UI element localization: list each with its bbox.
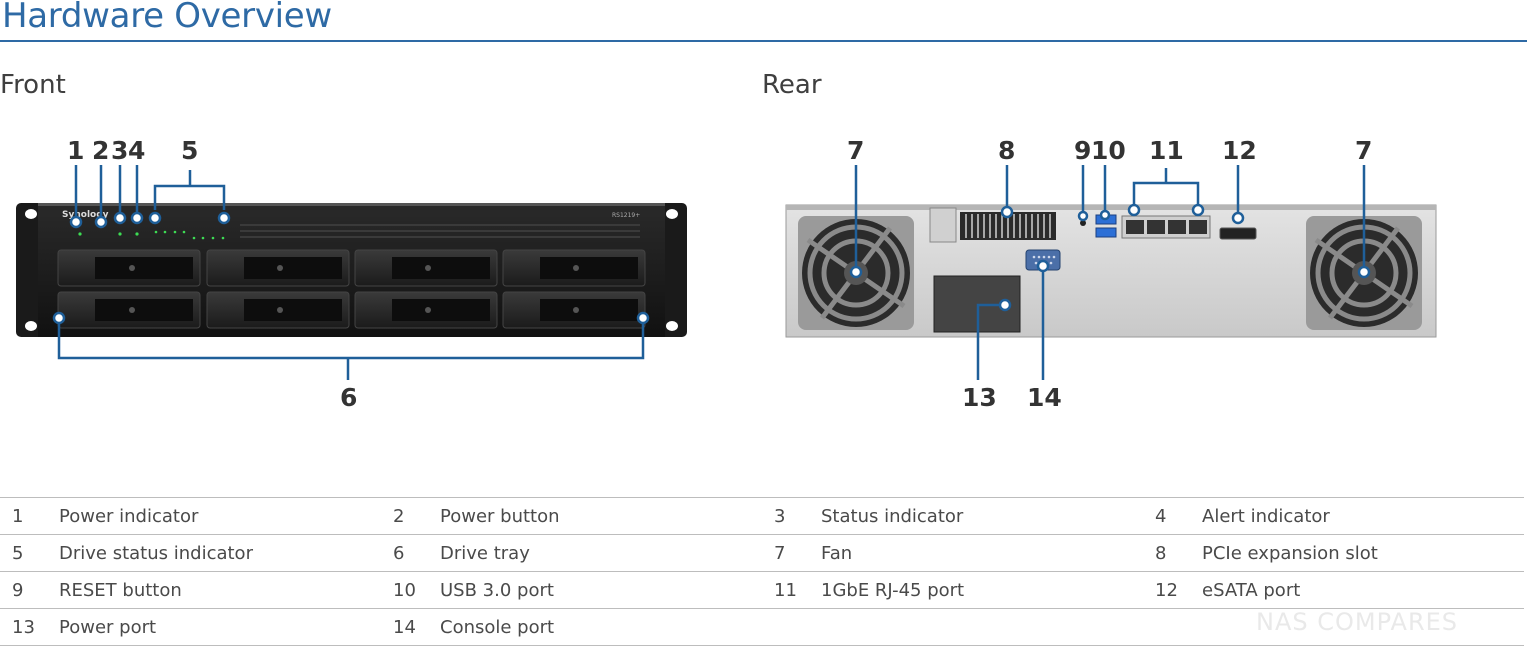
legend-num: 6 xyxy=(381,534,440,572)
callout-5: 5 xyxy=(181,136,198,165)
callout-4: 4 xyxy=(128,136,145,165)
legend-num: 7 xyxy=(762,534,821,572)
legend-num: 13 xyxy=(0,608,59,646)
drive-status-leds xyxy=(78,230,225,240)
legend-label: Alert indicator xyxy=(1202,497,1524,535)
legend-num: 10 xyxy=(381,571,440,609)
legend-label: Drive tray xyxy=(440,534,762,572)
callout-6: 6 xyxy=(340,383,357,412)
rear-section-label: Rear xyxy=(762,70,822,100)
legend-label: Power port xyxy=(59,608,381,646)
legend-num: 12 xyxy=(1143,571,1202,609)
callout-12: 12 xyxy=(1222,136,1257,165)
watermark: NAS COMPARES xyxy=(1256,608,1459,636)
brand-logo: Synology xyxy=(62,210,109,220)
legend-label: USB 3.0 port xyxy=(440,571,762,609)
legend-label: Drive status indicator xyxy=(59,534,381,572)
legend-num: 8 xyxy=(1143,534,1202,572)
callout-9: 9 xyxy=(1074,136,1091,165)
legend-num: 5 xyxy=(0,534,59,572)
esata-port xyxy=(1219,227,1257,240)
legend-label: eSATA port xyxy=(1202,571,1524,609)
drive-trays xyxy=(57,249,646,329)
title-divider xyxy=(0,40,1527,42)
legend-label: Power indicator xyxy=(59,497,381,535)
callout-1: 1 xyxy=(67,136,84,165)
legend-num: 1 xyxy=(0,497,59,535)
legend-label: RESET button xyxy=(59,571,381,609)
legend-label xyxy=(821,608,1143,646)
legend-num: 4 xyxy=(1143,497,1202,535)
legend-num: 2 xyxy=(381,497,440,535)
legend-label: Power button xyxy=(440,497,762,535)
callout-2: 2 xyxy=(92,136,109,165)
callout-7-right: 7 xyxy=(1355,136,1372,165)
legend-label xyxy=(1202,608,1524,646)
front-panel-figure: Synology RS1219+ xyxy=(16,136,687,412)
callout-7-left: 7 xyxy=(847,136,864,165)
model-label: RS1219+ xyxy=(612,212,640,219)
page-title: Hardware Overview xyxy=(2,0,332,36)
rear-panel-figure: 7 8 9 10 11 12 7 13 14 xyxy=(785,136,1437,412)
legend-num: 3 xyxy=(762,497,821,535)
legend-label: PCIe expansion slot xyxy=(1202,534,1524,572)
pcie-bracket xyxy=(929,207,957,243)
callout-11: 11 xyxy=(1149,136,1184,165)
front-section-label: Front xyxy=(0,70,66,100)
callout-14: 14 xyxy=(1027,383,1062,412)
legend-label: 1GbE RJ-45 port xyxy=(821,571,1143,609)
legend-num xyxy=(1143,608,1202,646)
legend-label: Console port xyxy=(440,608,762,646)
callout-3: 3 xyxy=(111,136,128,165)
legend-num xyxy=(762,608,821,646)
legend-num: 11 xyxy=(762,571,821,609)
legend-num: 14 xyxy=(381,608,440,646)
legend-num: 9 xyxy=(0,571,59,609)
callout-13: 13 xyxy=(962,383,997,412)
callout-8: 8 xyxy=(998,136,1015,165)
callout-10: 10 xyxy=(1091,136,1126,165)
reset-button xyxy=(1080,220,1086,226)
legend-label: Status indicator xyxy=(821,497,1143,535)
usb-port-2 xyxy=(1095,227,1117,238)
legend-label: Fan xyxy=(821,534,1143,572)
